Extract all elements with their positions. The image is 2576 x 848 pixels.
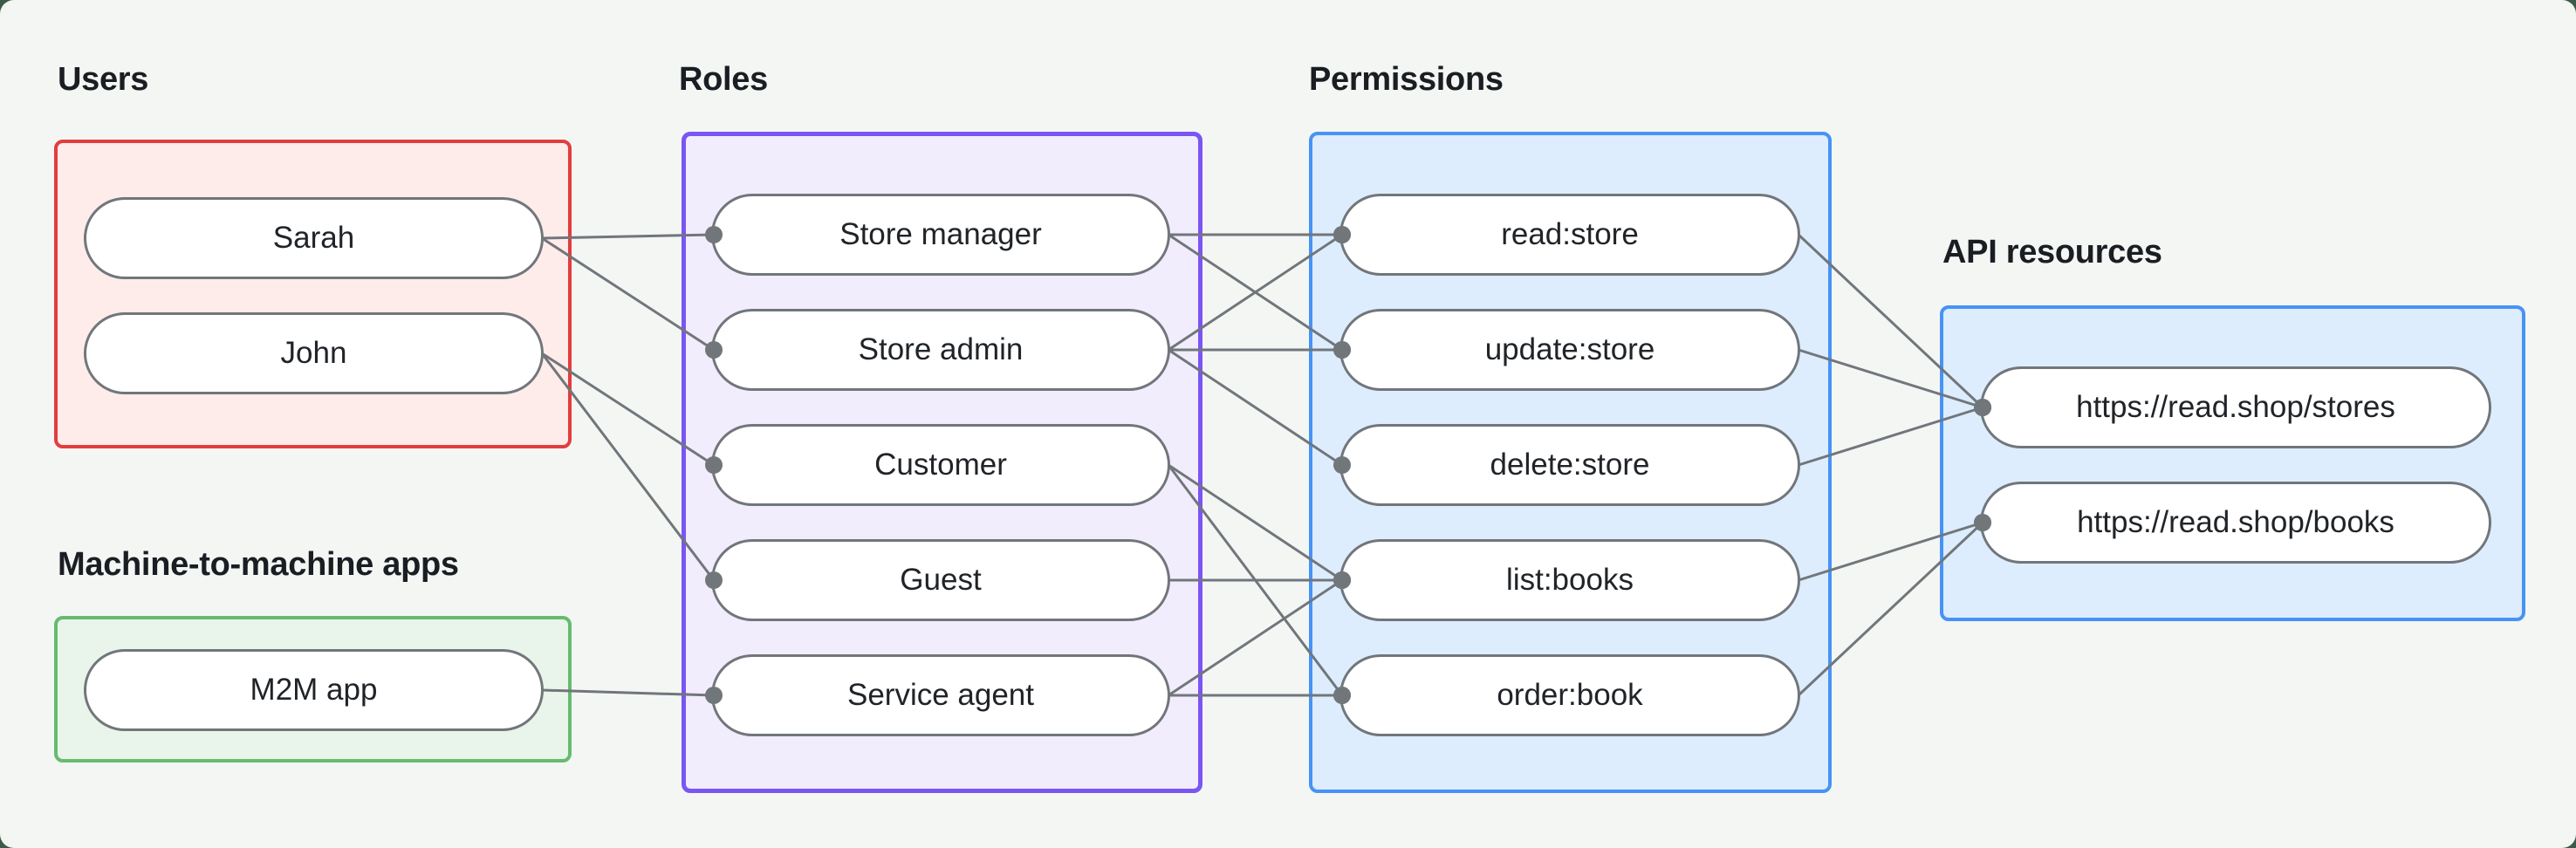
node-perm-order-book: order:book bbox=[1339, 654, 1800, 736]
node-perm-read-store: read:store bbox=[1339, 194, 1800, 276]
node-label: Customer bbox=[874, 448, 1007, 482]
node-api-books: https://read.shop/books bbox=[1980, 482, 2491, 564]
permissions-group-title: Permissions bbox=[1309, 61, 1504, 98]
node-label: https://read.shop/books bbox=[2077, 505, 2394, 539]
node-label: https://read.shop/stores bbox=[2076, 390, 2395, 424]
node-label: Sarah bbox=[272, 221, 355, 255]
node-role-customer: Customer bbox=[711, 424, 1170, 506]
node-label: M2M app bbox=[250, 673, 378, 707]
node-perm-delete-store: delete:store bbox=[1339, 424, 1800, 506]
users-group-box bbox=[54, 140, 572, 448]
node-perm-list-books: list:books bbox=[1339, 539, 1800, 621]
node-api-stores: https://read.shop/stores bbox=[1980, 366, 2491, 448]
node-label: Service agent bbox=[846, 678, 1035, 712]
node-role-store-manager: Store manager bbox=[711, 194, 1170, 276]
node-label: delete:store bbox=[1490, 448, 1650, 482]
node-label: read:store bbox=[1501, 217, 1639, 251]
node-role-guest: Guest bbox=[711, 539, 1170, 621]
api-resources-group-box bbox=[1940, 305, 2525, 621]
node-label: order:book bbox=[1497, 678, 1643, 712]
api-resources-group-title: API resources bbox=[1942, 234, 2162, 270]
node-label: Store manager bbox=[839, 217, 1042, 251]
node-label: update:store bbox=[1484, 332, 1655, 366]
node-m2m-app: M2M app bbox=[84, 649, 544, 731]
node-role-store-admin: Store admin bbox=[711, 309, 1170, 391]
m2m-group-title: Machine-to-machine apps bbox=[58, 546, 459, 583]
roles-group-title: Roles bbox=[679, 61, 768, 98]
node-role-service-agent: Service agent bbox=[711, 654, 1170, 736]
node-perm-update-store: update:store bbox=[1339, 309, 1800, 391]
node-label: Store admin bbox=[858, 332, 1024, 366]
node-label: John bbox=[280, 336, 347, 370]
node-user-sarah: Sarah bbox=[84, 197, 544, 279]
users-group-title: Users bbox=[58, 61, 149, 98]
node-label: list:books bbox=[1506, 563, 1634, 597]
node-label: Guest bbox=[900, 563, 982, 597]
node-user-john: John bbox=[84, 312, 544, 394]
